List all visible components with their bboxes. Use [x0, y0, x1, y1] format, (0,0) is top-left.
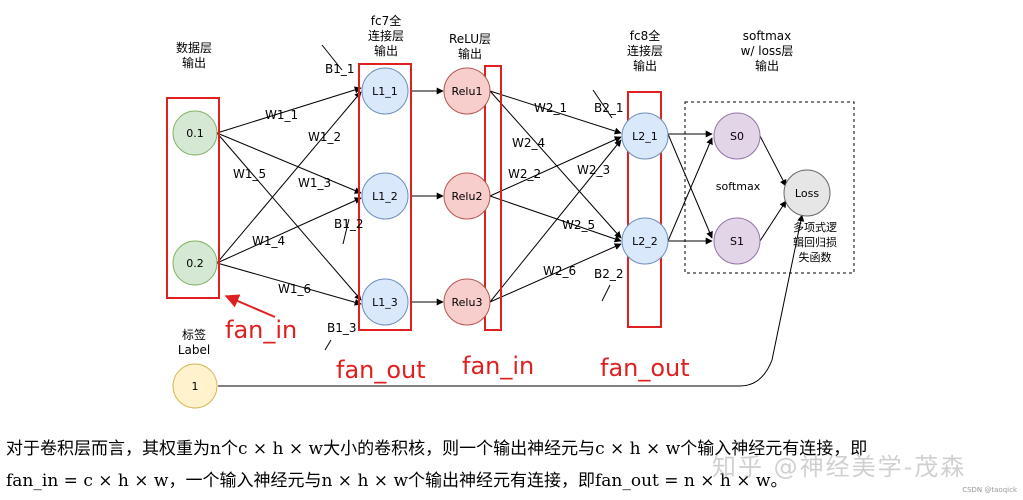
weight-label-w2-4: W2_4	[512, 136, 545, 150]
bias-label-b1-3: B1_3	[327, 321, 357, 335]
fc7-node-2-label: L1_2	[372, 190, 398, 203]
fc7-layer-title-1: fc7全	[371, 13, 401, 28]
relu-layer-title-1: ReLU层	[449, 32, 491, 46]
relu-node-1-label: Relu1	[452, 85, 483, 98]
fan-out-annotation-1: fan_out	[336, 356, 426, 384]
input-node-2-label: 0.2	[186, 257, 204, 270]
fc7-node-1	[361, 67, 409, 115]
softmax-layer-title-1: softmax	[743, 29, 791, 43]
fc7-node-1-label: L1_1	[372, 85, 398, 98]
softmax-loss-box	[684, 101, 855, 274]
label-to-loss-connection	[218, 214, 805, 387]
label-title-1: 标签	[182, 327, 206, 342]
fan-in-annotation-2: fan_in	[462, 352, 534, 380]
loss-node-label: Loss	[795, 187, 819, 200]
fc8-node-1	[621, 112, 669, 160]
weight-label-w2-5: W2_5	[562, 218, 595, 232]
fan-in-arrow	[224, 294, 276, 318]
softmax-label: softmax	[716, 180, 761, 193]
softmax-node-s0-label: S0	[730, 130, 744, 143]
fc8-node-2	[621, 217, 669, 265]
relu-node-3-label: Relu3	[452, 296, 483, 309]
zhihu-watermark: 知乎 @神经美学-茂森	[712, 453, 967, 481]
fc8-layer-title-3: 输出	[633, 58, 657, 73]
fc7-layer-title-3: 输出	[374, 43, 398, 58]
loss-node	[783, 169, 831, 217]
loss-caption-3: 失函数	[799, 251, 832, 264]
fc7-connections	[216, 86, 362, 306]
bias-marks	[321, 44, 613, 351]
csdn-tag: CSDN @taoqick	[962, 486, 1017, 494]
softmax-node-s1-label: S1	[730, 235, 744, 248]
fc8-node-1-label: L2_1	[632, 130, 658, 143]
softmax-layer-title-3: 输出	[755, 58, 779, 73]
weight-label-w1-3: W1_3	[298, 176, 331, 190]
fc7-layer-title-2: 连接层	[368, 28, 404, 43]
weight-label-w1-5: W1_5	[233, 167, 266, 181]
weight-label-w2-2: W2_2	[508, 167, 541, 181]
weight-label-w1-6: W1_6	[278, 282, 311, 296]
weight-label-w2-6: W2_6	[543, 264, 576, 278]
softmax-connections	[667, 130, 787, 245]
loss-caption-2: 辑回归损	[793, 235, 837, 249]
explanation-line-2: fan_in = c × h × w，一个输入神经元与n × h × w个输出神…	[6, 471, 788, 491]
bias-label-b2-1: B2_1	[594, 101, 624, 115]
input-node-1	[172, 110, 218, 156]
bias-label-b1-2: B1_2	[334, 217, 364, 231]
label-node	[172, 363, 218, 409]
data-layer-title-1: 数据层	[176, 40, 212, 55]
input-node-2	[172, 240, 218, 286]
network-diagram: 数据层 输出 fc7全 连接层 输出 ReLU层 输出 fc8全 连接层 输出 …	[166, 13, 855, 409]
loss-caption-1: 多项式逻	[793, 220, 837, 234]
weight-label-w2-1: W2_1	[534, 101, 567, 115]
relu-layer-title-2: 输出	[458, 46, 482, 61]
relu-node-3	[443, 278, 491, 326]
data-layer-title-2: 输出	[182, 55, 206, 70]
explanation-line-1: 对于卷积层而言，其权重为n个c × h × w大小的卷积核，则一个输出神经元与c…	[6, 439, 868, 459]
bias-label-b2-2: B2_2	[594, 267, 624, 281]
relu-node-1	[443, 67, 491, 115]
weight-label-w1-1: W1_1	[265, 108, 298, 122]
fc7-node-2	[361, 172, 409, 220]
input-node-1-label: 0.1	[186, 127, 204, 140]
fc7-node-3	[361, 278, 409, 326]
label-title-2: Label	[178, 343, 210, 357]
weight-label-w2-3: W2_3	[577, 163, 610, 177]
weight-label-w1-2: W1_2	[308, 130, 341, 144]
fc8-connections	[489, 90, 622, 303]
label-node-label: 1	[192, 380, 199, 393]
relu-node-2-label: Relu2	[452, 190, 483, 203]
relu-connections	[410, 87, 444, 306]
fan-out-annotation-2: fan_out	[600, 354, 690, 382]
softmax-layer-title-2: w/ loss层	[741, 44, 794, 58]
fc8-node-2-label: L2_2	[632, 235, 658, 248]
fc8-layer-title-2: 连接层	[627, 43, 663, 58]
bias-label-b1-1: B1_1	[325, 62, 355, 76]
softmax-node-s1	[713, 217, 761, 265]
weight-label-w1-4: W1_4	[252, 234, 285, 248]
relu-node-2	[443, 172, 491, 220]
fc7-node-3-label: L1_3	[372, 296, 398, 309]
softmax-node-s0	[713, 112, 761, 160]
highlight-frames	[166, 63, 662, 331]
fc8-layer-title-1: fc8全	[630, 28, 660, 43]
fan-in-annotation-1: fan_in	[225, 316, 297, 344]
